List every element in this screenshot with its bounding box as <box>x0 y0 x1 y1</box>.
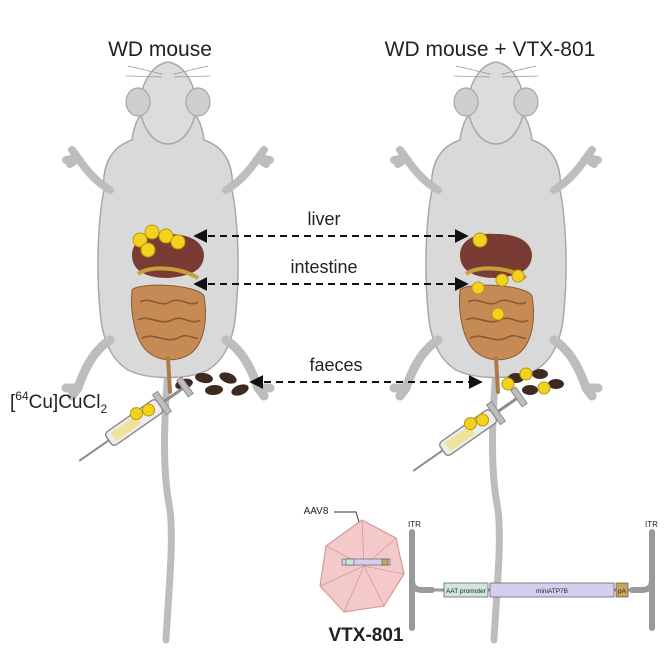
aat-promoter-label: AAT promoter <box>446 588 487 595</box>
vector-construct <box>409 529 655 631</box>
mouse-right <box>394 62 598 640</box>
tracer-label: [64Cu]CuCl2 <box>10 389 107 416</box>
title-wd-mouse-vtx801: WD mouse + VTX-801 <box>385 38 596 61</box>
tracer-right <box>471 232 525 321</box>
aav8-label: AAV8 <box>304 506 329 517</box>
tracer-liver-left <box>132 224 186 258</box>
itr-right-label: ITR <box>645 520 658 529</box>
polya-box <box>615 582 629 598</box>
capsid-genome <box>341 558 391 566</box>
itr-left-hairpin <box>409 529 435 631</box>
faeces-right <box>501 367 564 395</box>
aat-promoter-box <box>443 582 489 598</box>
title-wd-mouse: WD mouse <box>108 38 212 61</box>
faeces-left <box>175 372 249 396</box>
vtx801-label: VTX-801 <box>329 625 404 646</box>
itr-left-label: ITR <box>408 520 421 529</box>
syringe-right <box>404 383 530 483</box>
polya-label: pA <box>618 588 627 595</box>
faeces-label: faeces <box>309 355 362 375</box>
transgene-label: miniATP7B <box>536 588 568 595</box>
liver-label: liver <box>307 209 340 229</box>
itr-right-hairpin <box>629 529 655 631</box>
mouse-left <box>66 62 270 640</box>
aav8-capsid <box>319 519 405 613</box>
transgene-box <box>489 582 615 598</box>
syringe-left <box>70 373 196 473</box>
intestine-label: intestine <box>290 257 357 277</box>
